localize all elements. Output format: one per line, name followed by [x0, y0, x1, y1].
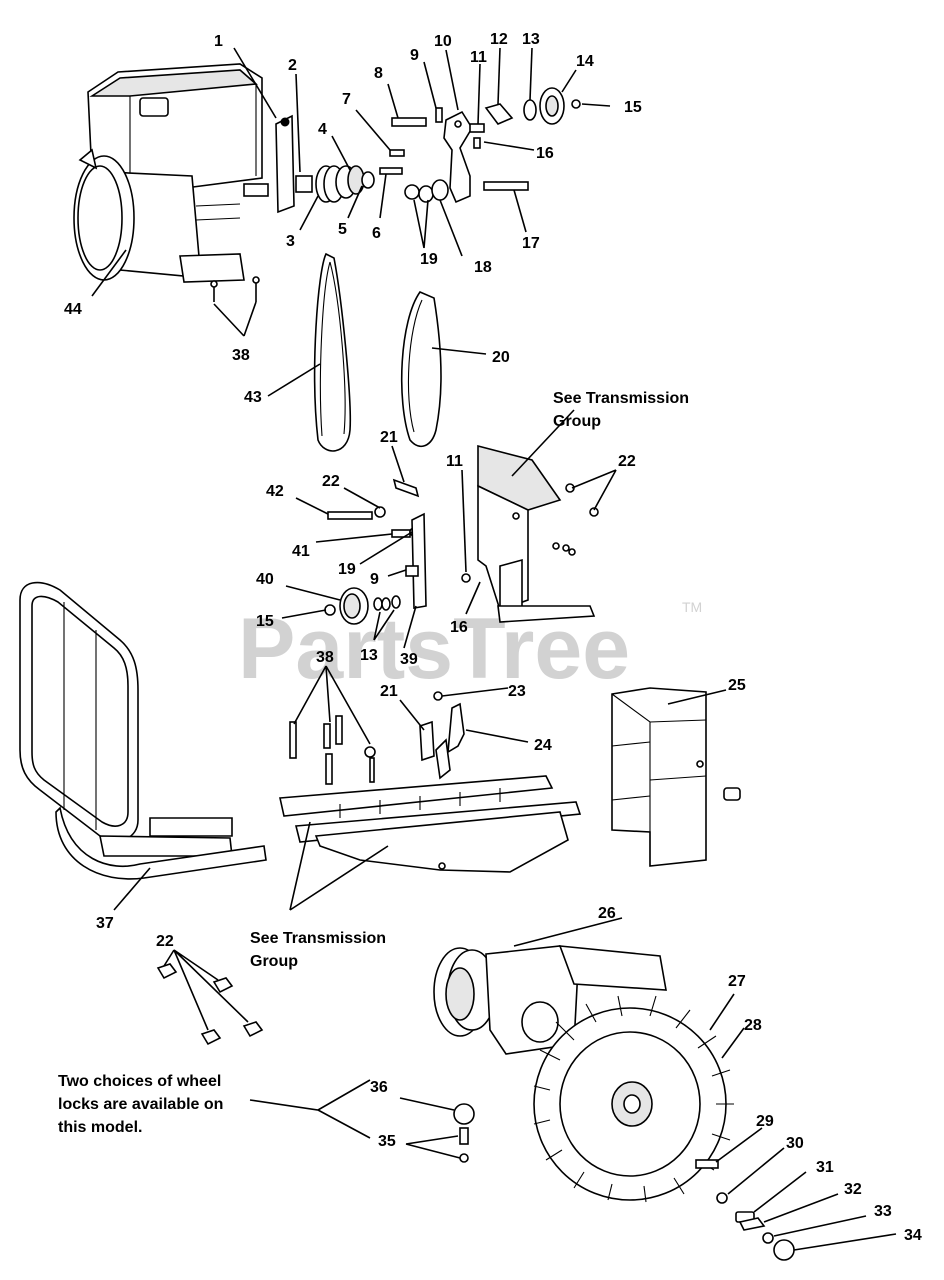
handle-frame — [19, 581, 267, 880]
svg-text:Two choices of wheel: Two choices of wheel — [58, 1073, 221, 1090]
callout-19-mid: 19 — [338, 561, 356, 578]
callout-2: 2 — [288, 57, 297, 74]
callout-8: 8 — [374, 65, 383, 82]
callout-21-top: 21 — [380, 429, 398, 446]
callout-17: 17 — [522, 235, 540, 252]
callout-13: 13 — [522, 31, 540, 48]
callout-4: 4 — [318, 121, 327, 138]
callout-15-mid: 15 — [256, 613, 274, 630]
callout-31: 31 — [816, 1159, 834, 1176]
svg-text:Group: Group — [553, 413, 601, 430]
callout-41: 41 — [292, 543, 310, 560]
drive-belts — [313, 252, 442, 452]
callout-44: 44 — [64, 301, 82, 318]
callout-43: 43 — [244, 389, 262, 406]
callout-23: 23 — [508, 683, 526, 700]
callout-28: 28 — [744, 1017, 762, 1034]
callout-29: 29 — [756, 1113, 774, 1130]
callout-30: 30 — [786, 1135, 804, 1152]
callout-16: 16 — [536, 145, 554, 162]
callout-34: 34 — [904, 1227, 922, 1244]
callout-18: 18 — [474, 259, 492, 276]
transmission-bracket-upper — [461, 444, 599, 623]
callout-38-mid: 38 — [316, 649, 334, 666]
callout-10: 10 — [434, 33, 452, 50]
callout-14: 14 — [576, 53, 594, 70]
callout-5: 5 — [338, 221, 347, 238]
leader-lines — [91, 47, 897, 1251]
callout-19: 19 — [420, 251, 438, 268]
callout-39: 39 — [400, 651, 418, 668]
callout-16-mid: 16 — [450, 619, 468, 636]
callout-42: 42 — [266, 483, 284, 500]
callout-3: 3 — [286, 233, 295, 250]
callout-27: 27 — [728, 973, 746, 990]
callout-labels: 1 2 3 4 5 6 7 8 9 10 11 12 13 14 15 16 1… — [64, 31, 922, 1244]
callout-22-mid: 22 — [322, 473, 340, 490]
callout-36: 36 — [370, 1079, 388, 1096]
callout-33: 33 — [874, 1203, 892, 1220]
callout-38-top: 38 — [232, 347, 250, 364]
idler-arm — [404, 87, 581, 204]
transmission-frame-lower — [279, 691, 582, 873]
callout-9: 9 — [410, 47, 419, 64]
svg-text:See Transmission: See Transmission — [250, 930, 386, 947]
callout-7: 7 — [342, 91, 351, 108]
note-see-transmission-top: See Transmission Group — [553, 390, 689, 430]
svg-text:locks are available on: locks are available on — [58, 1096, 223, 1113]
svg-text:Group: Group — [250, 953, 298, 970]
callout-12: 12 — [490, 31, 508, 48]
svg-text:this model.: this model. — [58, 1119, 142, 1136]
callout-6: 6 — [372, 225, 381, 242]
watermark-trademark: TM — [682, 599, 702, 615]
callout-24: 24 — [534, 737, 552, 754]
engine-assembly — [73, 63, 269, 302]
belt-cover — [611, 687, 741, 867]
callout-25: 25 — [728, 677, 746, 694]
callout-21-mid: 21 — [380, 683, 398, 700]
callout-32: 32 — [844, 1181, 862, 1198]
note-see-transmission-bottom: See Transmission Group — [250, 930, 386, 970]
callout-15: 15 — [624, 99, 642, 116]
callout-11: 11 — [470, 49, 487, 66]
callout-35: 35 — [378, 1133, 396, 1150]
engine-pulley-stack — [275, 107, 443, 214]
callout-26: 26 — [598, 905, 616, 922]
callout-22-bottom: 22 — [156, 933, 174, 950]
callout-20: 20 — [492, 349, 510, 366]
callout-40: 40 — [256, 571, 274, 588]
svg-text:See Transmission: See Transmission — [553, 390, 689, 407]
callout-9-mid: 9 — [370, 571, 379, 588]
note-wheel-locks: Two choices of wheel locks are available… — [58, 1073, 223, 1136]
callout-1: 1 — [214, 33, 223, 50]
callout-11-mid: 11 — [446, 453, 463, 470]
callout-13-mid: 13 — [360, 647, 378, 664]
callout-22-right: 22 — [618, 453, 636, 470]
callout-37: 37 — [96, 915, 114, 932]
gearbox-and-wheel — [156, 945, 795, 1261]
